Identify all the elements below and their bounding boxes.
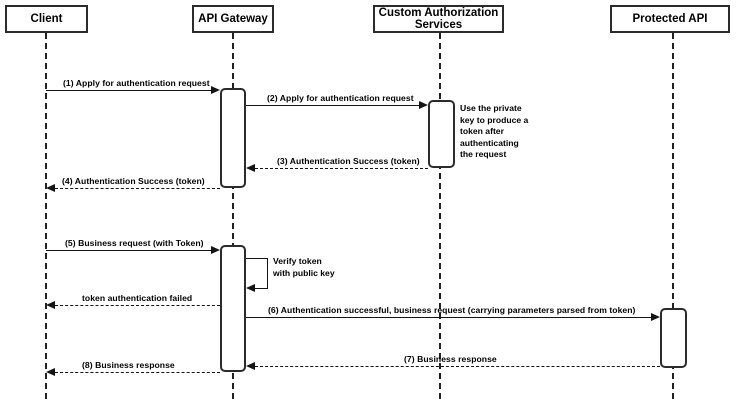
participant-header-client[interactable]: Client [5,5,88,33]
message-arrowhead-5 [211,245,220,254]
message-arrowhead-7 [246,361,255,370]
message-arrowhead-1 [211,85,220,94]
message-line-token-failed [55,305,220,306]
activation-protected-api [660,308,687,368]
message-line-8 [55,372,220,373]
participant-header-api-gateway[interactable]: API Gateway [192,5,274,33]
message-label-3: (3) Authentication Success (token) [277,156,420,166]
message-label-7: (7) Business response [404,354,497,364]
message-arrowhead-2 [419,100,428,109]
message-line-2 [246,105,421,106]
message-arrowhead-8 [46,367,55,376]
self-message-arrowhead [246,283,255,292]
self-message-line-bottom [255,288,268,289]
participant-label-protected-api: Protected API [632,13,708,25]
message-arrowhead-6 [651,312,660,321]
lifeline-api-gateway [232,33,234,399]
message-arrowhead-token-failed [46,300,55,309]
message-label-token-failed: token authentication failed [82,293,193,303]
message-line-6 [246,317,653,318]
activation-api-gateway-business [220,245,246,372]
message-label-2: (2) Apply for authentication request [267,93,414,103]
participant-label-client: Client [30,13,63,25]
self-message-line-top [246,258,268,259]
message-arrowhead-3 [246,163,255,172]
participant-label-api-gateway: API Gateway [198,13,268,25]
message-line-4 [55,188,220,189]
lifeline-custom-authorization-services [439,33,441,399]
participant-header-protected-api[interactable]: Protected API [610,5,730,33]
participant-header-custom-authorization-services[interactable]: Custom Authorization Services [373,5,504,33]
message-label-4: (4) Authentication Success (token) [62,176,205,186]
message-label-1: (1) Apply for authentication request [63,78,210,88]
message-line-7 [255,366,660,367]
message-line-3 [255,168,428,169]
lifeline-protected-api [672,33,674,399]
message-arrowhead-4 [46,183,55,192]
message-label-6: (6) Authentication successful, business … [268,305,636,315]
self-message-label: Verify token with public key [273,256,335,278]
message-label-8: (8) Business response [82,360,175,370]
message-line-5 [46,250,213,251]
note-private-key: Use the private key to produce a token a… [460,103,529,159]
message-label-5: (5) Business request (with Token) [65,238,204,248]
self-message-line-vertical [267,258,268,288]
message-line-1 [46,90,213,91]
activation-custom-authorization-services [428,100,455,168]
lifeline-client [45,33,47,399]
participant-label-custom-authorization-services: Custom Authorization Services [378,7,499,31]
activation-api-gateway-auth [220,88,246,188]
